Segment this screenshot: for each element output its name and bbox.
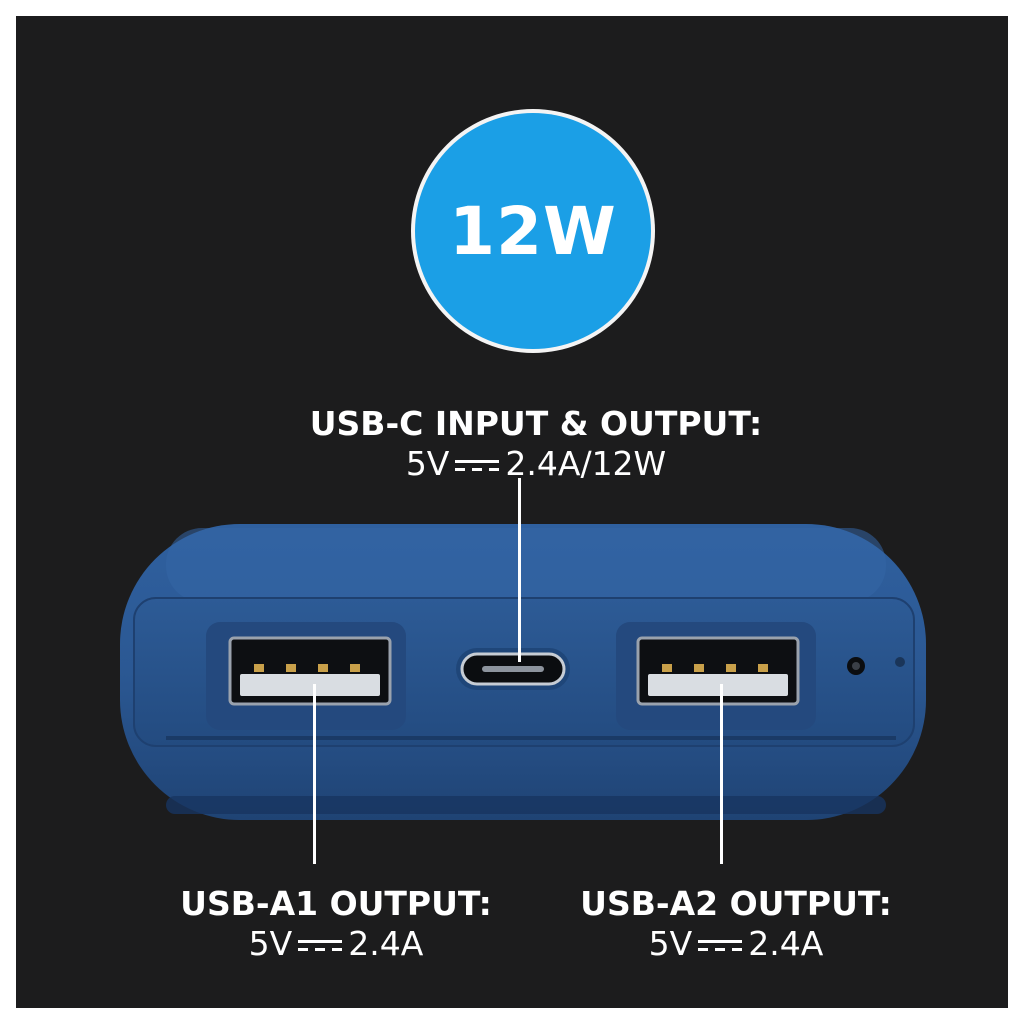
usb-a1-spec: 5V 2.4A bbox=[116, 924, 556, 964]
usb-a1-label: USB-A1 OUTPUT: 5V 2.4A bbox=[116, 884, 556, 964]
wattage-badge-text: 12W bbox=[449, 192, 617, 270]
usb-a1-current: 2.4A bbox=[348, 924, 424, 963]
usb-c-spec: 5V 2.4A/12W bbox=[276, 444, 796, 484]
power-bank-illustration bbox=[120, 524, 926, 820]
usb-c-title: USB-C INPUT & OUTPUT: bbox=[309, 404, 763, 443]
usb-a1-title: USB-A1 OUTPUT: bbox=[180, 884, 492, 923]
dc-symbol-icon bbox=[698, 937, 743, 955]
usb-a2-current: 2.4A bbox=[748, 924, 824, 963]
led-indicator-icon bbox=[847, 657, 865, 675]
usb-c-port-icon bbox=[456, 648, 570, 690]
usb-a2-label: USB-A2 OUTPUT: 5V 2.4A bbox=[516, 884, 956, 964]
usb-a-port-icon bbox=[228, 636, 392, 706]
wattage-badge: 12W bbox=[415, 113, 651, 349]
usb-a-port-icon bbox=[636, 636, 800, 706]
product-photo: 12W USB-C INPUT & OUTPUT: 5V 2.4A/12W USB… bbox=[16, 16, 1008, 1008]
dc-symbol-icon bbox=[455, 457, 500, 475]
usb-c-current: 2.4A/12W bbox=[505, 444, 667, 483]
usb-c-voltage: 5V bbox=[405, 444, 450, 483]
usb-a2-title: USB-A2 OUTPUT: bbox=[580, 884, 892, 923]
dc-symbol-icon bbox=[298, 937, 343, 955]
usb-a2-voltage: 5V bbox=[648, 924, 693, 963]
usb-c-leader-line bbox=[518, 478, 521, 662]
usb-a2-leader-line bbox=[720, 684, 723, 864]
usb-c-label: USB-C INPUT & OUTPUT: 5V 2.4A/12W bbox=[276, 404, 796, 484]
usb-a1-leader-line bbox=[313, 684, 316, 864]
usb-a1-voltage: 5V bbox=[248, 924, 293, 963]
usb-a2-spec: 5V 2.4A bbox=[516, 924, 956, 964]
